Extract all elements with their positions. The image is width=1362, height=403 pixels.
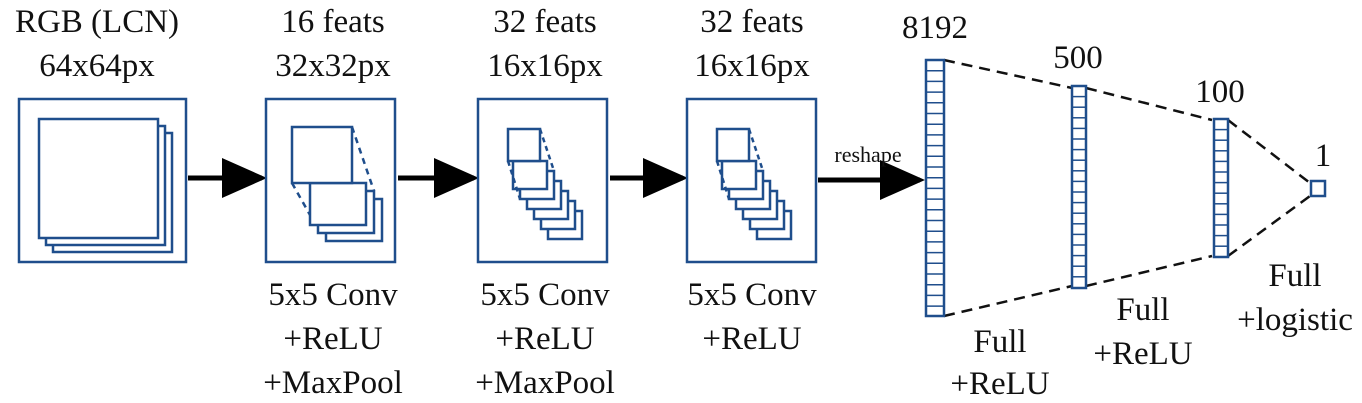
conv3-frame <box>685 97 818 264</box>
fc4-units: 1 <box>1315 138 1332 174</box>
conv1-feature-map-icon <box>290 125 384 243</box>
reshape-label: reshape <box>834 142 901 167</box>
fc3-op-2: +logistic <box>1237 302 1353 338</box>
conv1-op-3: +MaxPool <box>263 365 403 401</box>
fc1-cells <box>926 69 944 307</box>
output-unit-icon <box>1309 179 1327 198</box>
conv1-op-1: 5x5 Conv <box>268 277 398 313</box>
conv2-op-3: +MaxPool <box>475 365 615 401</box>
conv2-op-2: +ReLU <box>495 321 594 357</box>
fc2-op-2: +ReLU <box>1093 336 1192 372</box>
fc-connectors <box>943 58 1311 318</box>
conv3-size: 16x16px <box>694 48 810 84</box>
fc-layer-8192: 8192 Full +ReLU <box>902 10 1050 402</box>
input-title: RGB (LCN) <box>15 4 179 40</box>
fc2-vector-icon <box>1070 84 1088 290</box>
conv3-op-2: +ReLU <box>702 321 801 357</box>
input-channel-stack-icon <box>37 117 174 254</box>
fc3-cells <box>1214 128 1228 247</box>
conv3-op-1: 5x5 Conv <box>687 277 817 313</box>
fc3-units: 100 <box>1195 74 1245 110</box>
fc3-op-1: Full <box>1268 258 1321 294</box>
conv2-size: 16x16px <box>487 48 603 84</box>
fc1-units: 8192 <box>902 10 968 46</box>
conv2-op-1: 5x5 Conv <box>480 277 610 313</box>
fc3-vector-icon <box>1212 117 1230 259</box>
input-frame <box>17 97 188 264</box>
fc-layer-100: 100 Full +logistic <box>1195 74 1353 338</box>
fc2-op-1: Full <box>1116 292 1169 328</box>
fc-layer-500: 500 Full +ReLU <box>1053 40 1193 372</box>
input-block: RGB (LCN) 64x64px <box>15 4 188 264</box>
conv1-op-2: +ReLU <box>283 321 382 357</box>
conv1-frame <box>264 97 397 264</box>
conv2-feature-map-icon <box>506 127 584 241</box>
conv2-feats: 32 feats <box>493 4 597 40</box>
fc1-op-1: Full <box>973 324 1026 360</box>
fc2-cells <box>1072 95 1086 278</box>
conv-block-2: 32 feats 16x16px 5x5 Conv +ReLU +MaxPool <box>475 4 615 401</box>
fc-layer-output: 1 <box>1309 138 1332 198</box>
fc1-op-2: +ReLU <box>950 366 1049 402</box>
conv-block-1: 16 feats 32x32px 5x5 Conv +ReLU +MaxPool <box>263 4 403 401</box>
conv3-feats: 32 feats <box>700 4 804 40</box>
conv2-frame <box>476 97 609 264</box>
input-size: 64x64px <box>39 48 155 84</box>
conv3-feature-map-icon <box>715 127 793 241</box>
conv1-feats: 16 feats <box>281 4 385 40</box>
fc2-units: 500 <box>1053 40 1103 76</box>
conv1-size: 32x32px <box>275 48 391 84</box>
conv-block-3: 32 feats 16x16px 5x5 Conv +ReLU <box>685 4 818 357</box>
